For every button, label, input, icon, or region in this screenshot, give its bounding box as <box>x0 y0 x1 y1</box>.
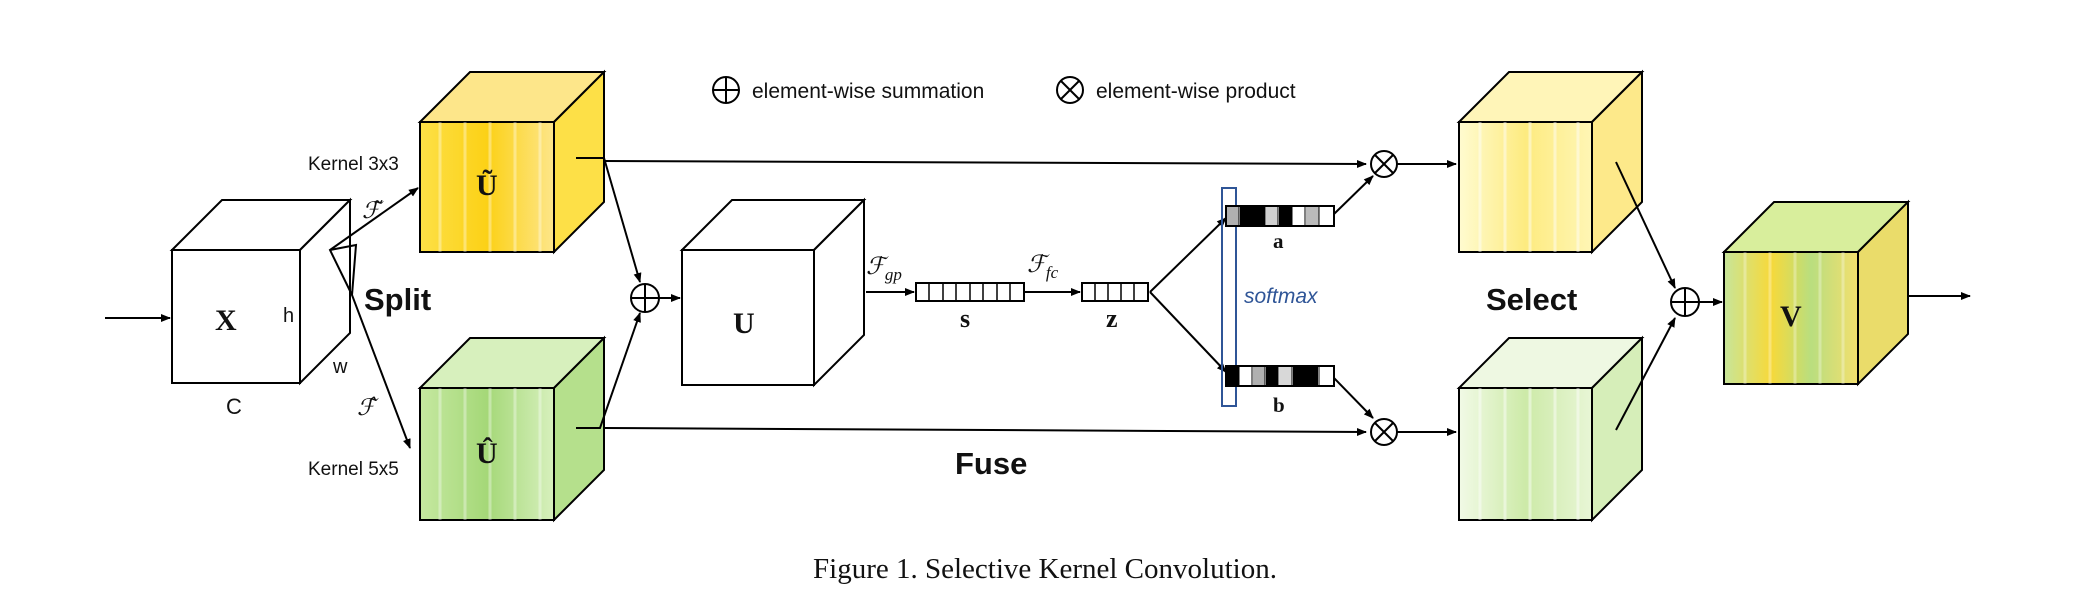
z-to-b-arrow <box>1149 291 1227 373</box>
z-vector: z <box>1081 282 1149 333</box>
selected-b-to-sum-arrow <box>1615 317 1676 431</box>
fuse-label: Fuse <box>955 446 1027 481</box>
s-vector: s <box>915 282 1025 333</box>
s-label: s <box>960 304 970 333</box>
softmax-label: softmax <box>1244 285 1319 308</box>
circle-times-icon <box>1370 418 1398 446</box>
f-tilde-label: ℱ̃ <box>362 198 384 223</box>
kernel-5x5-label: Kernel 5x5 <box>308 459 399 480</box>
circle-plus-icon <box>1670 287 1700 317</box>
x-label: X <box>215 304 237 337</box>
split-label: Split <box>364 282 431 317</box>
legend: element-wise summation element-wise prod… <box>712 76 1296 104</box>
b-label: b <box>1273 393 1285 417</box>
circle-times-icon <box>1056 76 1084 104</box>
z-to-a-arrow <box>1149 217 1227 293</box>
split-arrows <box>328 187 419 449</box>
softmax-box <box>1221 187 1237 407</box>
z-label: z <box>1106 304 1118 333</box>
b-vector: b <box>1225 365 1335 417</box>
u-hat-label: Û <box>476 437 498 470</box>
select-label: Select <box>1486 282 1577 317</box>
legend-product-label: element-wise product <box>1096 80 1296 103</box>
u-tilde-to-sum-line <box>576 157 642 283</box>
u-tilde-label: Ũ <box>476 169 498 202</box>
output-cube-v: V <box>1721 199 1911 387</box>
fused-cube-u: U <box>679 197 867 388</box>
legend-sum-label: element-wise summation <box>752 80 984 103</box>
a-vector: a <box>1225 205 1335 253</box>
width-label: w <box>332 356 348 378</box>
a-label: a <box>1273 229 1284 253</box>
f-gp-label: ℱgp <box>866 254 902 284</box>
selected-a-to-sum-arrow <box>1615 161 1676 289</box>
figure-caption: Figure 1. Selective Kernel Convolution. <box>813 553 1277 585</box>
u-tilde-cube: Ũ <box>417 69 607 255</box>
circle-times-icon <box>1370 150 1398 178</box>
a-to-product-arrow <box>1333 175 1374 215</box>
input-cube-x: X h w C <box>169 197 353 419</box>
u-tilde-bypass-line <box>603 159 1367 168</box>
height-label: h <box>283 305 294 327</box>
selected-green-cube <box>1456 335 1645 523</box>
kernel-3x3-label: Kernel 3x3 <box>308 154 399 175</box>
u-label: U <box>733 307 755 340</box>
circle-plus-icon <box>712 76 740 104</box>
u-hat-to-sum-line <box>576 312 641 429</box>
f-hat-label: ℱ̂ <box>357 395 379 420</box>
b-to-product-arrow <box>1333 377 1374 419</box>
channel-label: C <box>226 394 242 419</box>
circle-plus-icon <box>630 283 660 313</box>
u-hat-bypass-line <box>603 427 1367 436</box>
f-fc-label: ℱfc <box>1027 252 1059 282</box>
selected-yellow-cube <box>1456 69 1645 255</box>
v-label: V <box>1780 300 1802 333</box>
